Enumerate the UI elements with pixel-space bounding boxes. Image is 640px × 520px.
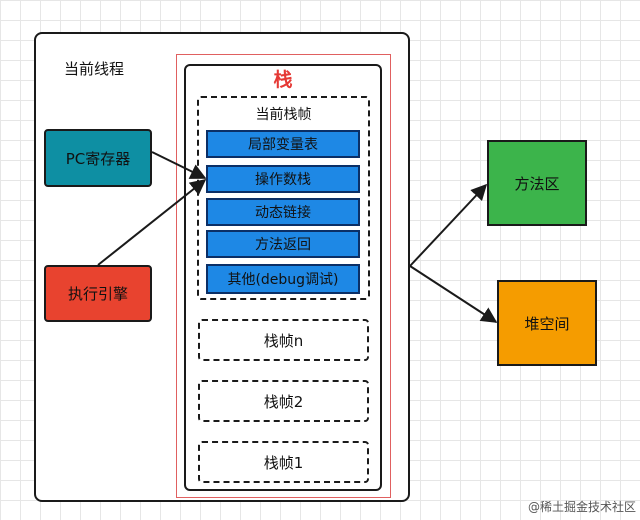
stack-title: 栈 [273, 68, 293, 91]
pc-register-box: PC寄存器 [44, 129, 152, 187]
method-area-box: 方法区 [487, 140, 587, 226]
slot-local-variables: 局部变量表 [206, 130, 360, 158]
arrow-to-heap [409, 265, 498, 323]
slot-dynamic-linking: 动态链接 [206, 198, 360, 226]
arrow-pc-to-operand-stack [151, 151, 207, 179]
slot-other-debug: 其他(debug调试) [206, 264, 360, 294]
stack-frame-1: 栈帧1 [198, 441, 369, 483]
arrow-engine-to-operand-stack [97, 179, 207, 266]
arrow-to-method-area [409, 183, 488, 267]
execution-engine-box: 执行引擎 [44, 265, 152, 322]
current-stack-frame-title: 当前栈帧 [255, 107, 312, 123]
stack-frame-n: 栈帧n [198, 319, 369, 361]
stack-frame-2: 栈帧2 [198, 380, 369, 422]
slot-operand-stack: 操作数栈 [206, 165, 360, 193]
current-thread-title: 当前线程 [64, 60, 125, 78]
slot-method-return: 方法返回 [206, 230, 360, 258]
watermark: @稀土掘金技术社区 [527, 500, 636, 514]
heap-box: 堆空间 [497, 280, 597, 366]
